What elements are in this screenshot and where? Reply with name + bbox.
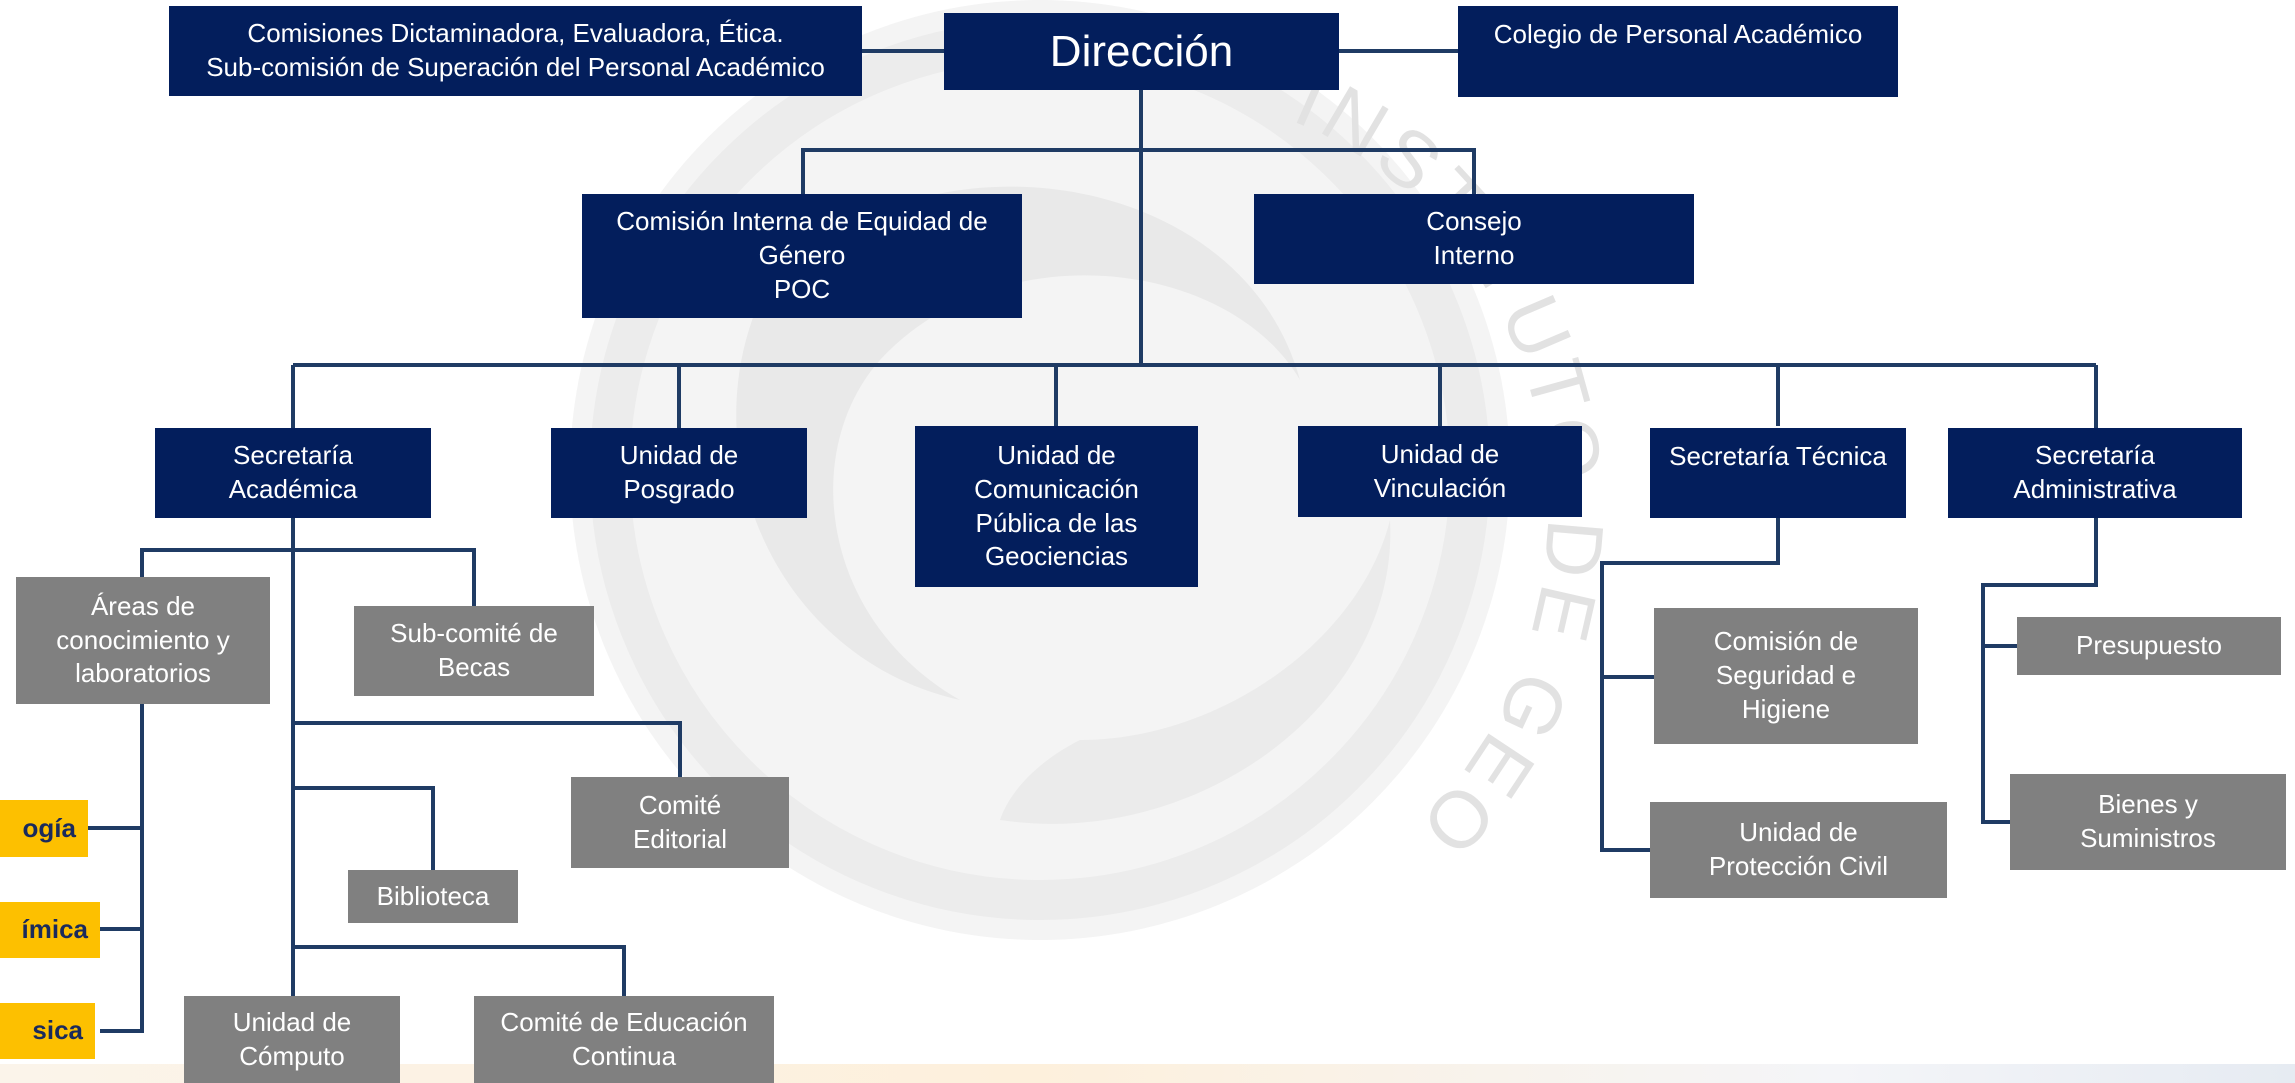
biblioteca-box: Biblioteca [348,870,518,923]
area-box-1: ogía [0,800,88,857]
presupuesto-box: Presupuesto [2017,617,2281,675]
secretaria-administrativa-label: Secretaría Administrativa [2013,440,2177,504]
seguridad-box: Comisión de Seguridad e Higiene [1654,608,1918,744]
biblioteca-label: Biblioteca [376,880,490,911]
area-label-3: sica [32,1015,83,1046]
direccion-box: Dirección [944,13,1339,90]
presupuesto-label: Presupuesto [2076,630,2222,661]
becas-box: Sub-comité de Becas [354,606,594,696]
secretaria-academica-label: Secretaría Académica [228,440,358,504]
equidad-box: Comisión Interna de Equidad de Género PO… [582,194,1022,318]
comisiones-label: Comisiones Dictaminadora, Evaluadora, Ét… [206,18,825,82]
becas-label: Sub-comité de Becas [390,618,558,682]
computo-box: Unidad de Cómputo [184,996,400,1083]
computo-label: Unidad de Cómputo [232,1006,352,1071]
comunicacion-label: Unidad de Comunicación Pública de las Ge… [974,439,1139,572]
consejo-label: Consejo Interno [1426,206,1522,270]
secretaria-administrativa-box: Secretaría Administrativa [1948,428,2242,518]
posgrado-box: Unidad de Posgrado [551,428,807,518]
area-label-2: ímica [21,914,89,945]
consejo-box: Consejo Interno [1254,194,1694,284]
editorial-label: Comité Editorial [633,789,727,854]
educacion-box: Comité de Educación Continua [474,996,774,1083]
colegio-box: Colegio de Personal Académico [1458,6,1898,97]
posgrado-label: Unidad de Posgrado [619,440,739,504]
secretaria-tecnica-box: Secretaría Técnica [1650,428,1906,518]
area-box-3: sica [0,1003,95,1059]
areas-label: Áreas de conocimiento y laboratorios [56,590,230,689]
comisiones-box: Comisiones Dictaminadora, Evaluadora, Ét… [169,6,862,96]
comunicacion-box: Unidad de Comunicación Pública de las Ge… [915,426,1198,587]
editorial-box: Comité Editorial [571,777,789,868]
vinculacion-box: Unidad de Vinculación [1298,426,1582,517]
seguridad-label: Comisión de Seguridad e Higiene [1713,626,1859,724]
direccion-label: Dirección [1049,26,1234,76]
equidad-label: Comisión Interna de Equidad de Género PO… [616,206,988,304]
vinculacion-label: Unidad de Vinculación [1373,438,1507,503]
areas-box: Áreas de conocimiento y laboratorios [16,577,270,704]
area-label-1: ogía [22,812,76,843]
educacion-label: Comité de Educación Continua [500,1006,748,1071]
colegio-label: Colegio de Personal Académico [1493,19,1863,49]
bienes-box: Bienes y Suministros [2010,774,2286,870]
area-box-2: ímica [0,902,100,958]
proteccion-box: Unidad de Protección Civil [1650,802,1947,898]
proteccion-label: Unidad de Protección Civil [1708,817,1889,881]
bienes-label: Bienes y Suministros [2080,789,2216,853]
secretaria-academica-box: Secretaría Académica [155,428,431,518]
secretaria-tecnica-label: Secretaría Técnica [1669,441,1887,471]
